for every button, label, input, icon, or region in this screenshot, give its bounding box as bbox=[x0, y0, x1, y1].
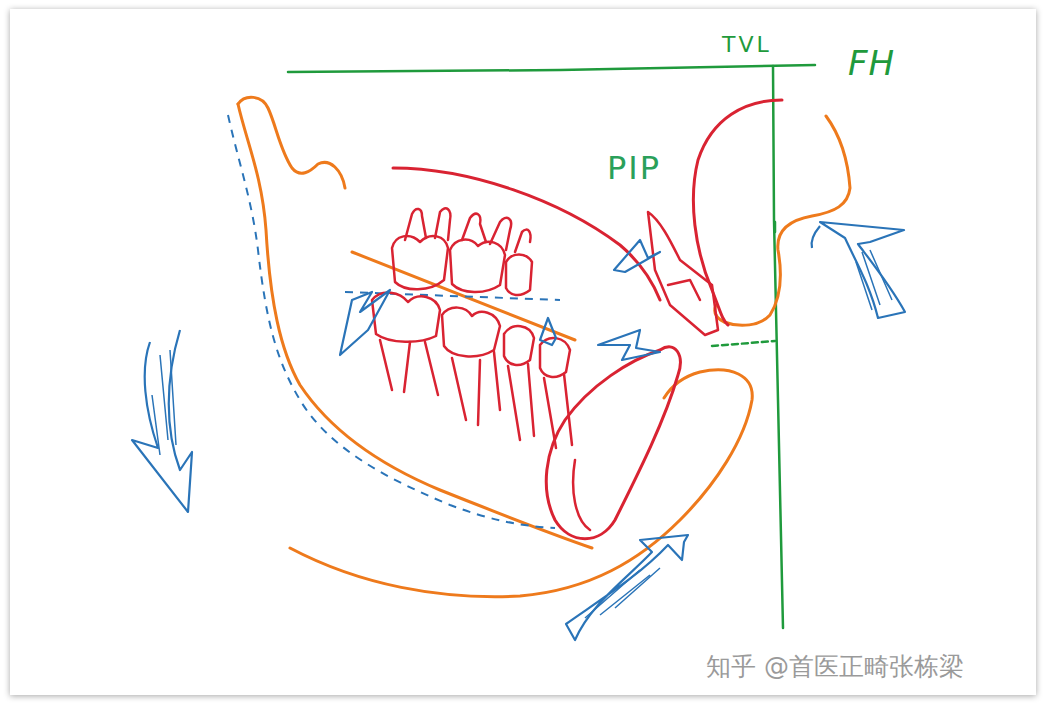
condyle bbox=[238, 97, 345, 188]
watermark: 知乎 @首医正畸张栋梁 bbox=[706, 654, 964, 679]
tick bbox=[774, 222, 777, 232]
ramus-border bbox=[238, 104, 592, 548]
soft-tissue-profile bbox=[715, 116, 850, 325]
fh-line bbox=[288, 65, 815, 72]
card bbox=[10, 9, 1036, 695]
point-label: PIP bbox=[607, 152, 661, 184]
dashed-line bbox=[712, 341, 775, 346]
prior-outline bbox=[228, 115, 560, 528]
reference-lines bbox=[288, 65, 815, 628]
movement-arrows bbox=[132, 222, 905, 640]
chin-outline bbox=[290, 370, 752, 597]
mandible-outline bbox=[238, 97, 850, 596]
teeth-and-maxilla bbox=[372, 100, 782, 539]
tvl-line bbox=[773, 66, 783, 628]
line-label: FH bbox=[848, 46, 895, 80]
line-label: TVL bbox=[722, 34, 772, 56]
